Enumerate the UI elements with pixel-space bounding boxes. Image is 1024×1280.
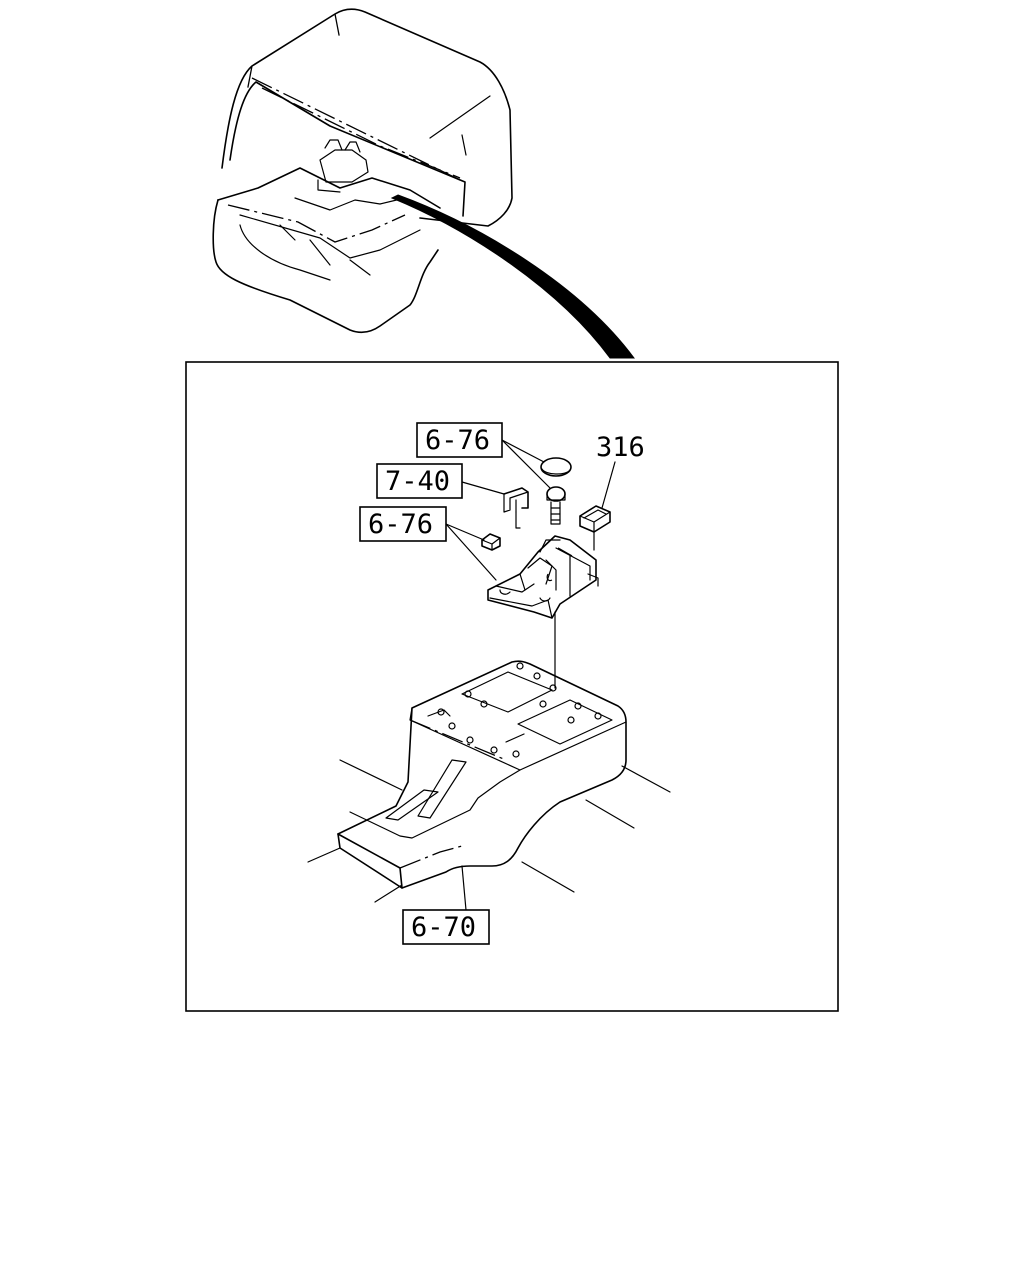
callout-7-40-text: 7-40 [385,466,450,497]
callout-6-70: 6-70 [402,909,490,945]
callout-6-76-top: 6-76 [416,422,503,458]
callout-6-70-text: 6-70 [411,912,476,943]
cap-part [540,457,572,477]
plug-part [481,533,501,551]
detail-arrow [390,194,635,359]
clip-part [503,487,529,513]
callout-316-text: 316 [596,432,645,463]
callout-7-40: 7-40 [376,463,463,499]
floor-console-base [307,660,671,903]
detail-frame [185,361,839,1012]
cab-overview-illustration [212,8,635,359]
leader-lines [445,439,616,911]
shift-lever-bracket [487,535,599,619]
callout-6-76-mid-text: 6-76 [368,509,433,540]
bolt-part [546,486,566,525]
callout-6-76-mid: 6-76 [359,506,447,542]
callout-6-76-top-text: 6-76 [425,425,490,456]
switch-part [579,505,611,533]
